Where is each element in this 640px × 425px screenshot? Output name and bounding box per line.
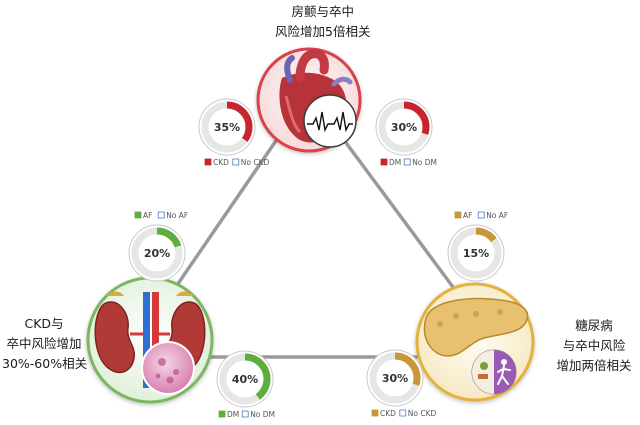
vein bbox=[284, 55, 295, 83]
tissue-cell bbox=[173, 369, 179, 375]
legend-swatch bbox=[218, 410, 226, 418]
caption-right-line-1: 糖尿病 bbox=[575, 318, 613, 333]
aorta-abdominal bbox=[152, 292, 159, 388]
donut-segment bbox=[450, 227, 502, 279]
caption-left-line-3: 30%-60%相关 bbox=[2, 356, 88, 371]
ecg-monitor bbox=[303, 94, 357, 148]
donut-value-label: 30% bbox=[382, 372, 408, 385]
runner-body bbox=[497, 365, 511, 385]
pancreas-lobule bbox=[453, 313, 459, 319]
donut-pancreas-ckd: 30% CKD No CKD bbox=[366, 349, 437, 418]
donut-heart-dm: 30% DM No DM bbox=[375, 98, 437, 167]
edge-heart-kidney bbox=[158, 131, 284, 311]
kidney-illustration bbox=[94, 291, 206, 395]
donut-pancreas-af: 15% AF No AF bbox=[447, 211, 508, 282]
legend-label: No AF bbox=[486, 211, 508, 220]
donut-heart-ckd: 35% CKD No CKD bbox=[198, 98, 270, 167]
donut-segment bbox=[378, 101, 430, 153]
donut-segment bbox=[201, 101, 253, 153]
legend-swatch bbox=[204, 158, 212, 166]
tissue-cell bbox=[158, 358, 166, 366]
aorta bbox=[295, 49, 329, 83]
caption-top-line-2: 风险增加5倍相关 bbox=[275, 24, 371, 39]
legend-label: No DM bbox=[250, 410, 275, 419]
caption-left-line-1: CKD与 bbox=[24, 316, 64, 331]
legend-label: No DM bbox=[412, 158, 437, 167]
pulmonary-vessel bbox=[331, 76, 353, 87]
caption-right-line-2: 与卒中风险 bbox=[562, 338, 626, 353]
legend-swatch bbox=[232, 158, 240, 166]
legend-swatch bbox=[454, 211, 462, 219]
donut-kidney-af: 20% AF No AF bbox=[128, 211, 188, 282]
pancreas-lobule bbox=[497, 309, 503, 315]
legend-swatch bbox=[399, 409, 407, 417]
donut-value-label: 35% bbox=[214, 121, 240, 134]
legend-label: AF bbox=[463, 211, 472, 220]
left-adrenal bbox=[106, 291, 124, 296]
legend-label: AF bbox=[143, 211, 152, 220]
legend-label: No CKD bbox=[241, 158, 270, 167]
tissue-cell bbox=[155, 373, 161, 379]
heart-illustration bbox=[279, 49, 357, 148]
donut-value-label: 20% bbox=[144, 247, 170, 260]
legend-swatch bbox=[380, 158, 388, 166]
legend-label: No AF bbox=[166, 211, 188, 220]
caption-right-line-3: 增加两倍相关 bbox=[556, 358, 632, 373]
diet-half bbox=[472, 350, 494, 394]
legend-swatch bbox=[403, 158, 411, 166]
legend-label: CKD bbox=[213, 158, 229, 167]
food-apple bbox=[480, 362, 488, 370]
legend-label: DM bbox=[389, 158, 401, 167]
donut-segment bbox=[131, 227, 183, 279]
caption-left-line-2: 卒中风险增加 bbox=[6, 336, 82, 351]
caption-top: 房颤与卒中 风险增加5倍相关 bbox=[275, 2, 370, 42]
legend-swatch bbox=[134, 211, 142, 219]
donut-value-label: 15% bbox=[463, 247, 489, 260]
donut-segment bbox=[219, 353, 271, 405]
legend-swatch bbox=[477, 211, 485, 219]
runner-head bbox=[501, 359, 507, 365]
pancreas-lobule bbox=[437, 321, 443, 327]
legend-swatch bbox=[371, 409, 379, 417]
vena-cava bbox=[143, 292, 150, 388]
legend-label: DM bbox=[227, 410, 239, 419]
legend-swatch bbox=[157, 211, 165, 219]
caption-right: 糖尿病 与卒中风险 增加两倍相关 bbox=[552, 316, 636, 376]
tissue-section bbox=[141, 341, 195, 395]
donut-segment bbox=[369, 352, 421, 404]
left-kidney bbox=[94, 301, 135, 374]
donut-kidney-dm: 40% DM No DM bbox=[216, 350, 275, 419]
right-adrenal bbox=[176, 291, 194, 296]
pancreas-lobule bbox=[473, 311, 479, 317]
food-bread bbox=[478, 374, 488, 379]
legend-swatch bbox=[241, 410, 249, 418]
donut-value-label: 30% bbox=[391, 121, 417, 134]
tissue-cell bbox=[166, 376, 174, 384]
heart-highlight bbox=[284, 95, 302, 134]
edge-heart-pancreas bbox=[336, 130, 472, 312]
caption-left: CKD与 卒中风险增加 30%-60%相关 bbox=[2, 314, 88, 374]
caption-top-line-1: 房颤与卒中 bbox=[291, 4, 354, 19]
pancreas-illustration bbox=[423, 297, 529, 395]
ecg-trace bbox=[307, 111, 353, 133]
donut-layer: 35% CKD No CKD 30% DM No DM 20% AF No AF 40% DM No … bbox=[128, 98, 508, 419]
legend-label: No CKD bbox=[408, 409, 437, 418]
legend-label: CKD bbox=[380, 409, 396, 418]
donut-value-label: 40% bbox=[232, 373, 258, 386]
